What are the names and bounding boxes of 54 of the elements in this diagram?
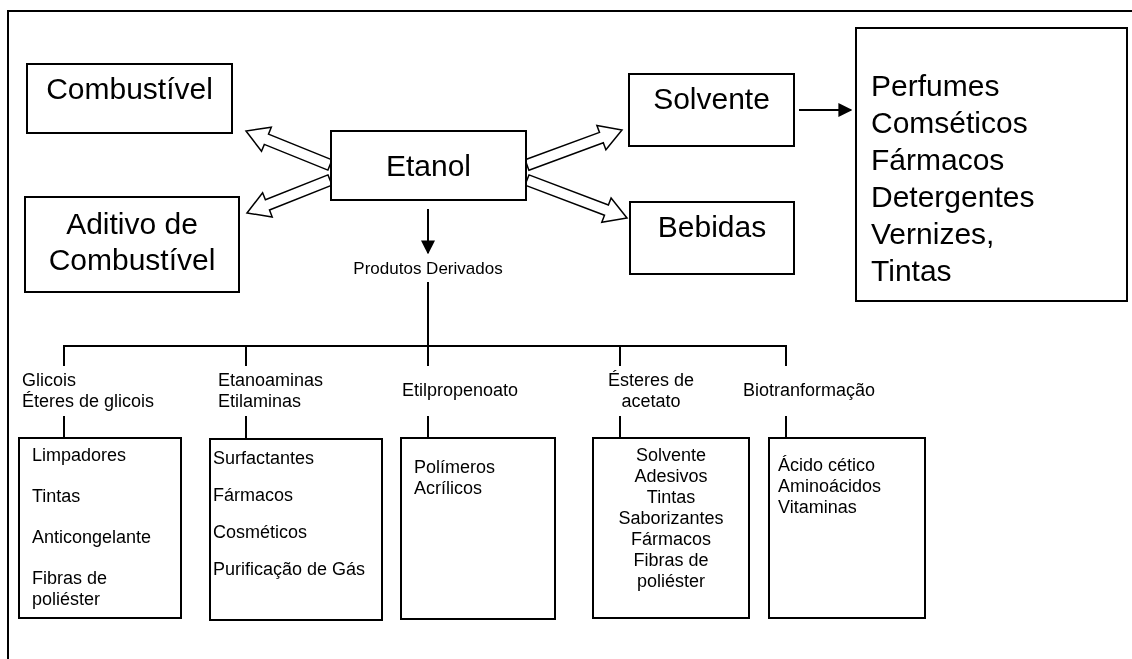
list-item: Ácido cético [778,455,876,477]
category-label: Biotranformação [743,380,876,402]
node-label: Produtos Derivados [353,259,503,279]
list-box [209,438,383,621]
category-label: Etanoaminas [218,369,324,391]
list-item: Fibras de poliéster [32,568,109,611]
connector-line [245,415,247,439]
hollow-arrow [524,124,624,172]
list-box [855,27,1128,302]
list-item: Vernizes, [871,216,995,252]
process-box: Combustível [26,63,233,134]
arrow [421,208,435,255]
list-box [18,437,182,619]
process-box: Bebidas [629,201,795,275]
list-item: Fármacos [631,529,711,551]
category-label: Etilpropenoato [402,380,519,402]
list-item: Fármacos [871,142,1005,178]
list-item: Cosméticos [213,522,308,544]
connector-line [63,415,65,438]
list-box: Polímeros Acrílicos [400,437,556,620]
list-item: Tintas [646,487,696,509]
hollow-arrow [245,173,333,218]
list-item: Adesivos [634,466,708,488]
list-item: Fármacos [213,485,293,507]
process-box: Solvente [628,73,795,147]
list-item: Detergentes [871,179,1035,215]
category-label: Ésteres de acetato [606,369,695,413]
connector-line [785,415,787,438]
list-item: Vitaminas [778,497,857,519]
list-item: Fibras de poliéster [632,550,710,593]
list-item: Purificação de Gás [213,559,366,581]
list-item: Aminoácidos [778,476,882,498]
connector-line [427,281,429,367]
process-box: Etanol [330,130,527,201]
list-item: Tintas [32,486,81,508]
list-item: Comséticos [871,105,1028,141]
list-item: Anticongelante [32,527,152,549]
category-label: Etilaminas [218,391,302,413]
list-box [768,437,926,619]
category-label: Éteres de glicois [22,391,155,413]
list-item: Solvente [635,445,707,467]
connector-line [619,415,621,438]
list-item: Saborizantes [618,508,724,530]
list-item: Tintas [871,253,952,289]
arrow [798,103,853,117]
list-item: Limpadores [32,445,127,467]
list-item: Surfactantes [213,448,315,470]
process-box: Aditivo de Combustível [24,196,240,293]
category-label: Glicois [22,369,76,391]
hollow-arrow [524,173,629,224]
list-box [592,437,750,619]
connector-line [427,415,429,438]
list-item: Perfumes [871,68,1000,104]
tree-connector [427,283,787,367]
